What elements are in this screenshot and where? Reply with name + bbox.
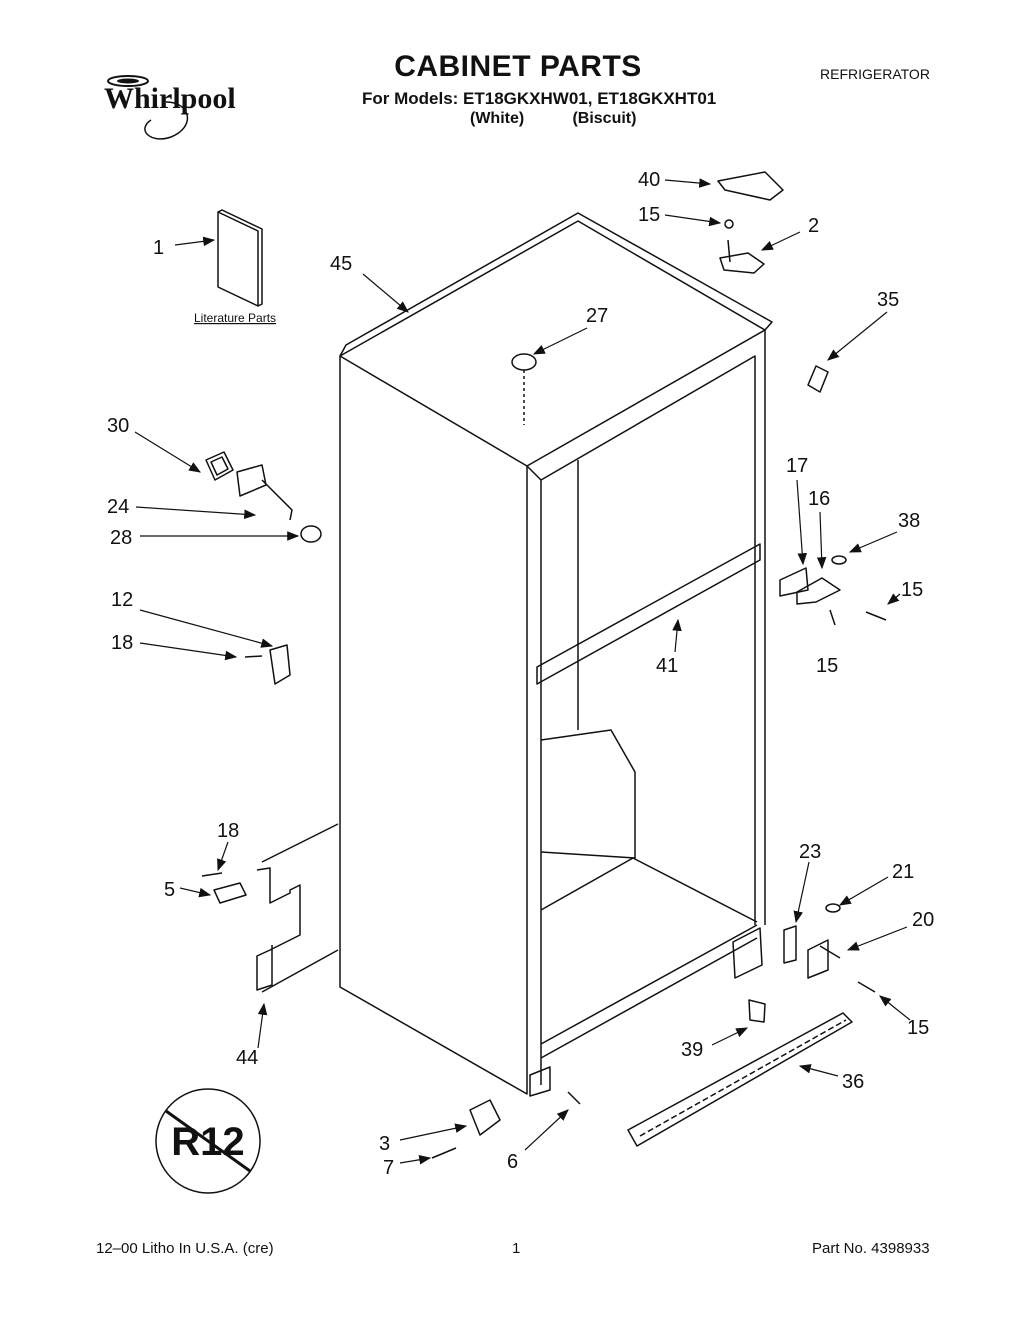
part-7-screw <box>431 1147 457 1159</box>
callout-12: 12 <box>111 589 133 611</box>
part-21-washer <box>825 903 841 913</box>
part-28-nut <box>300 525 322 543</box>
callout-15-right: 15 <box>901 579 923 601</box>
callout-2: 2 <box>808 215 819 237</box>
part-44-panel-edges <box>261 823 339 993</box>
callout-27: 27 <box>586 305 608 327</box>
callout-39: 39 <box>681 1039 703 1061</box>
literature-parts-label: Literature Parts <box>194 311 276 325</box>
literature-booklet <box>217 209 263 307</box>
callout-17: 17 <box>786 455 808 477</box>
callout-15: 15 <box>638 204 660 226</box>
callout-30: 30 <box>107 415 129 437</box>
part-44-panel <box>256 867 301 991</box>
callout-15-mid: 15 <box>816 655 838 677</box>
part-number: Part No. 4398933 <box>812 1240 930 1257</box>
callout-35: 35 <box>877 289 899 311</box>
part-3-leveler <box>469 1099 501 1136</box>
page-title: CABINET PARTS <box>394 50 642 83</box>
part-15-screw-mid <box>829 609 836 626</box>
callout-38: 38 <box>898 510 920 532</box>
part-16-hinge <box>796 577 841 605</box>
part-15-screw-lower <box>857 981 876 993</box>
r12-no-symbol <box>155 1088 261 1194</box>
part-17-plate <box>779 567 809 597</box>
divider-bar <box>536 543 761 685</box>
callout-6: 6 <box>507 1151 518 1173</box>
callout-21: 21 <box>892 861 914 883</box>
callout-40: 40 <box>638 169 660 191</box>
part-24-stop <box>236 464 293 521</box>
callout-5: 5 <box>164 879 175 901</box>
callout-41: 41 <box>656 655 678 677</box>
callout-24: 24 <box>107 496 129 518</box>
variant-white: (White) <box>470 110 525 127</box>
whirlpool-logo: Whirlpool <box>96 72 256 152</box>
part-15-screw-top <box>724 219 734 229</box>
part-20-hinge <box>807 939 841 979</box>
part-27-bumper <box>511 353 537 371</box>
callout-28: 28 <box>110 527 132 549</box>
svg-text:Whirlpool: Whirlpool <box>104 82 236 115</box>
callout-18: 18 <box>111 632 133 654</box>
model-variants: (White) (Biscuit) <box>470 110 636 128</box>
part-30-grommet <box>205 451 234 481</box>
part-2-hinge <box>719 239 765 274</box>
callout-15-lower: 15 <box>907 1017 929 1039</box>
variant-biscuit: (Biscuit) <box>572 110 637 127</box>
cabinet-shell <box>339 212 773 1095</box>
bottom-hinge-bracket <box>732 927 763 979</box>
callout-3: 3 <box>379 1133 390 1155</box>
part-39-clip <box>748 999 766 1023</box>
callout-36: 36 <box>842 1071 864 1093</box>
callout-7: 7 <box>383 1157 394 1179</box>
part-38-washer <box>831 555 847 565</box>
bottom-left-bracket <box>529 1066 551 1097</box>
part-5-hinge <box>213 882 247 904</box>
model-numbers: For Models: ET18GKXHW01, ET18GKXHT01 <box>362 89 717 108</box>
callout-45: 45 <box>330 253 352 275</box>
callout-16: 16 <box>808 488 830 510</box>
callout-20: 20 <box>912 909 934 931</box>
page-number: 1 <box>512 1240 521 1257</box>
callout-18-lower: 18 <box>217 820 239 842</box>
callout-1: 1 <box>153 237 164 259</box>
part-6-screw <box>567 1091 581 1105</box>
part-18-screw-lower <box>201 872 223 877</box>
appliance-category: REFRIGERATOR <box>820 66 930 82</box>
r12-text: R12 <box>171 1120 244 1164</box>
callout-23: 23 <box>799 841 821 863</box>
part-12-bracket <box>244 644 291 685</box>
part-35-clip <box>807 365 829 393</box>
part-40-cap <box>717 171 784 201</box>
callout-44: 44 <box>236 1047 258 1069</box>
litho-note: 12–00 Litho In U.S.A. (cre) <box>96 1240 274 1257</box>
part-23-shim <box>783 925 797 964</box>
part-15-screw-right <box>865 611 887 621</box>
part-36-grille <box>627 1012 853 1147</box>
